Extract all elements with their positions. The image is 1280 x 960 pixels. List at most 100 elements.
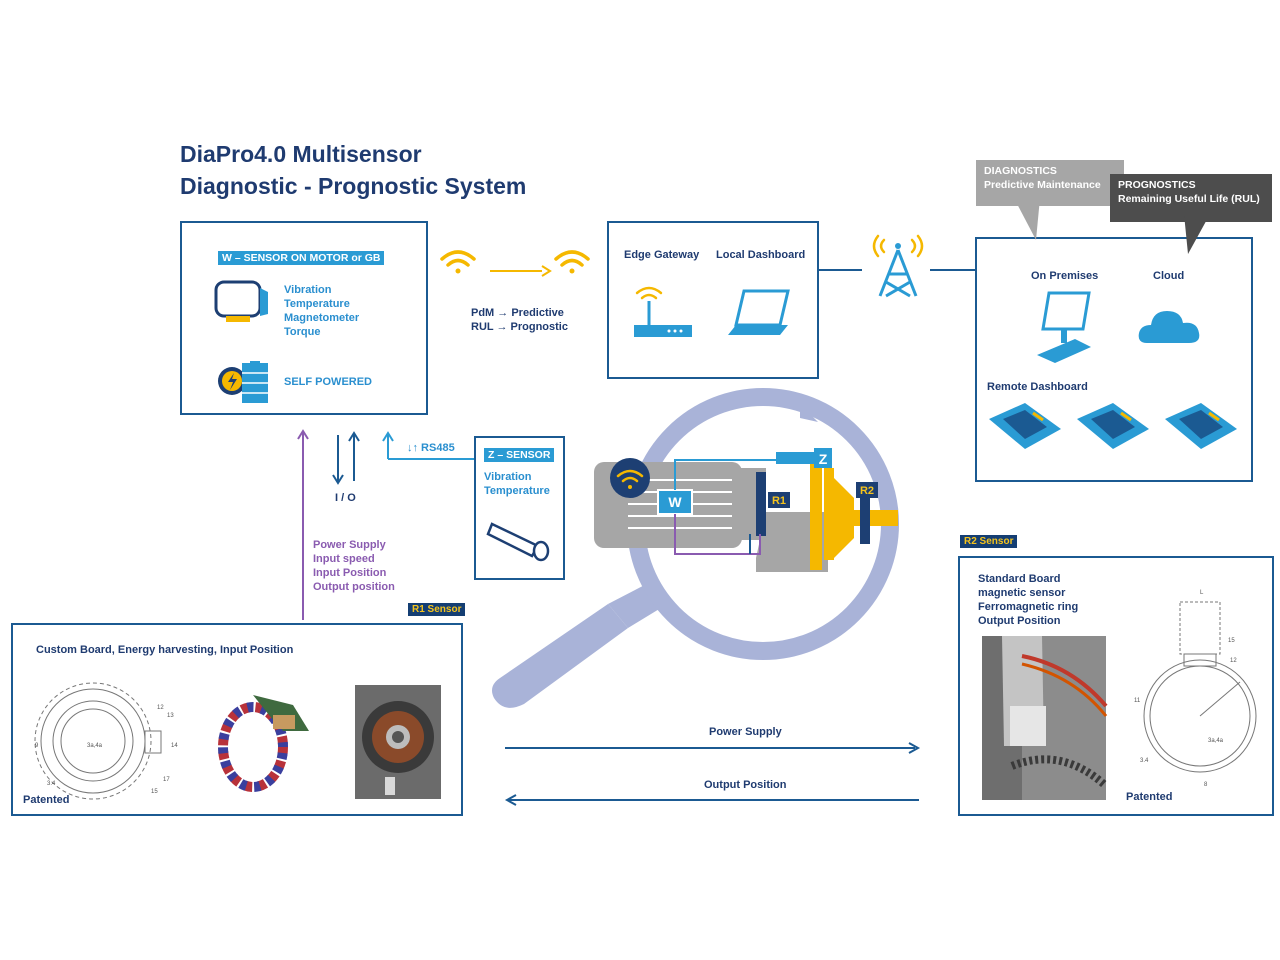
power-signal-list: Power Supply Input speed Input Position … [313, 538, 395, 594]
w-sensor-features: Vibration Temperature Magnetometer Torqu… [284, 283, 359, 339]
r1-patent-drawing: 12 13 14 17 15 9 3.4 3a,4a [34, 682, 178, 800]
prognostics-callout: PROGNOSTICS Remaining Useful Life (RUL) [1110, 174, 1272, 222]
z-sensor-features: Vibration Temperature [484, 470, 550, 498]
svg-text:15: 15 [151, 789, 158, 795]
page-title: DiaPro4.0 Multisensor Diagnostic - Progn… [180, 138, 526, 202]
self-powered-label: SELF POWERED [284, 376, 373, 388]
local-dashboard-label: Local Dashboard [716, 249, 806, 261]
svg-text:8: 8 [1204, 782, 1208, 788]
r2-line-1: Standard Board [978, 573, 1061, 585]
cloud-label: Cloud [1153, 270, 1185, 282]
wifi-icon-left [440, 250, 476, 274]
pdm-label: PdM → Predictive [471, 307, 564, 319]
wifi-icon-right [554, 250, 590, 274]
svg-text:12: 12 [1230, 658, 1237, 664]
r2-sensor-tag: R2 Sensor [960, 535, 1018, 548]
r2-sensor-box: Standard Board magnetic sensor Ferromagn… [958, 556, 1274, 816]
dashboard-tile-icon-3 [1165, 403, 1237, 449]
r2-line-2: magnetic sensor [978, 587, 1066, 599]
router-icon [634, 286, 692, 337]
power-supply-arrow [505, 742, 921, 754]
r1-heading: Custom Board, Energy harvesting, Input P… [36, 644, 294, 656]
z-feature-temperature: Temperature [484, 485, 550, 497]
rs485-label: ↓↑ RS485 [407, 442, 455, 454]
magnifier-handle [492, 578, 674, 708]
z-marker: Z [776, 448, 832, 468]
z-marker-label: Z [819, 451, 828, 467]
remote-box: On Premises Cloud Remote Dashboard [975, 237, 1253, 482]
r2-line-4: Output Position [978, 615, 1061, 627]
svg-text:13: 13 [167, 713, 174, 719]
r1-ring-render [218, 695, 309, 792]
r1-marker: R1 [756, 472, 790, 536]
energy-battery-icon [218, 361, 268, 403]
power-supply-flow-label: Power Supply [709, 726, 782, 738]
io-label: I / O [335, 492, 356, 504]
power-supply-signal: Power Supply [313, 539, 386, 551]
link-legend: PdM → Predictive RUL → Prognostic [471, 306, 568, 334]
w-sensor-box: W – SENSOR ON MOTOR or GB Vibration Temp… [180, 221, 428, 415]
wifi-badge [610, 458, 650, 498]
dashboard-tiles [989, 403, 1237, 449]
diagnostics-sub: Predictive Maintenance [984, 179, 1101, 191]
cylindrical-sensor-icon [486, 522, 550, 562]
svg-text:17: 17 [163, 777, 170, 783]
diagnostics-pointer [1014, 198, 1040, 240]
r1-sensor-box: Custom Board, Energy harvesting, Input P… [11, 623, 463, 816]
dashboard-tile-icon-2 [1077, 403, 1149, 449]
output-position-signal: Output position [313, 581, 395, 593]
r2-photo [982, 636, 1109, 800]
svg-text:15: 15 [1228, 638, 1235, 644]
output-position-arrow [504, 794, 919, 806]
z-sensor-tag: Z – SENSOR [484, 448, 555, 462]
signal-lines [674, 459, 778, 555]
title-line-2: Diagnostic - Prognostic System [180, 173, 527, 199]
svg-text:11: 11 [1134, 698, 1141, 704]
prognostics-pointer [1184, 214, 1210, 254]
feature-temperature: Temperature [284, 298, 350, 310]
r2-marker-label: R2 [860, 485, 874, 497]
r2-patented-label: Patented [1126, 791, 1173, 803]
svg-text:3a,4a: 3a,4a [1208, 738, 1224, 744]
w-sensor-marker: W [657, 489, 693, 515]
link-arrow [490, 265, 552, 277]
power-up-arrow [297, 429, 309, 620]
svg-text:12: 12 [157, 705, 164, 711]
rul-label: RUL → Prognostic [471, 321, 568, 333]
svg-text:3.4: 3.4 [1140, 758, 1149, 764]
z-sensor-box: Z – SENSOR Vibration Temperature [474, 436, 565, 580]
io-connectors [297, 429, 474, 620]
w-marker-label: W [668, 494, 682, 510]
r1-marker-label: R1 [772, 495, 786, 507]
diagnostics-title: DIAGNOSTICS [984, 165, 1057, 177]
io-arrows [332, 431, 360, 485]
r2-patent-drawing: 12 15 11 3a,4a 3.4 8 L [1134, 590, 1257, 788]
edge-gateway-label: Edge Gateway [624, 249, 700, 261]
w-sensor-tag: W – SENSOR ON MOTOR or GB [218, 251, 385, 265]
feature-vibration: Vibration [284, 284, 332, 296]
prognostics-sub: Remaining Useful Life (RUL) [1118, 193, 1260, 205]
wireless-link [440, 250, 590, 277]
desktop-monitor-icon [1037, 291, 1091, 363]
edge-box: Edge Gateway Local Dashboard [607, 221, 819, 379]
antenna-tower-icon [872, 234, 924, 298]
output-position-flow-label: Output Position [704, 779, 787, 791]
r2-description: Standard Board magnetic sensor Ferromagn… [978, 572, 1078, 628]
feature-torque: Torque [284, 326, 321, 338]
network-line [818, 269, 978, 271]
on-premises-label: On Premises [1031, 270, 1099, 282]
svg-text:3.4: 3.4 [47, 781, 56, 787]
input-position-signal: Input Position [313, 567, 387, 579]
rs485-connector [382, 431, 474, 460]
cloud-icon [1138, 311, 1200, 343]
svg-text:14: 14 [171, 743, 178, 749]
svg-text:3a,4a: 3a,4a [87, 743, 103, 749]
remote-dashboard-label: Remote Dashboard [987, 381, 1088, 393]
magnifier-illustration: W R1 Z R2 [492, 388, 899, 708]
r2-line-3: Ferromagnetic ring [978, 601, 1079, 613]
diagnostics-callout: DIAGNOSTICS Predictive Maintenance [976, 160, 1124, 206]
r1-patented-label: Patented [23, 794, 70, 806]
z-feature-vibration: Vibration [484, 471, 532, 483]
sensor-device-icon [214, 280, 268, 322]
input-speed-signal: Input speed [313, 553, 375, 565]
